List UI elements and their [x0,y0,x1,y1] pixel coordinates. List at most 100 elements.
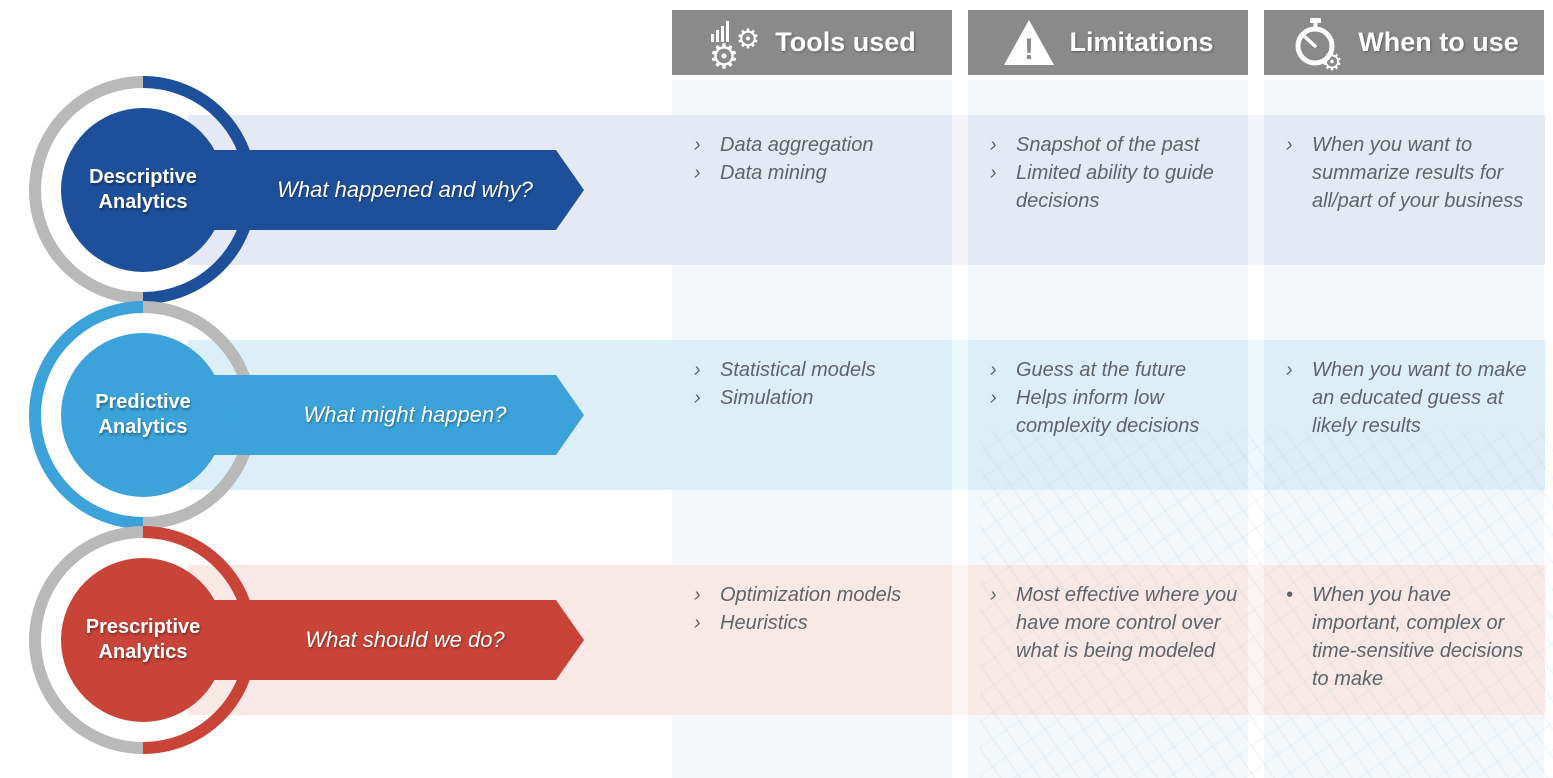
bullet-marker: › [694,584,701,606]
bar [716,29,720,42]
column-gap [1248,340,1264,490]
list-item: › Simulation [694,384,946,412]
predictive-limitations-list: › Guess at the future › Helps inform low… [990,356,1242,440]
label-line: Prescriptive [85,616,201,638]
bullet-marker: › [1286,359,1293,381]
prescriptive-limitations-list: › Most effective where you have more con… [990,581,1242,665]
column-gap [952,565,968,715]
question-arrow-banner [143,600,584,680]
column-gap [1248,565,1264,715]
bullet-text: Helps inform low complexity decisions [1016,387,1200,437]
bullet-marker: › [694,387,701,409]
list-item: › Limited ability to guide decisions [990,159,1242,215]
bar [711,33,715,42]
bullet-marker: › [990,134,997,156]
large-gear-glyph: ⚙ [709,38,739,72]
triangle [1004,19,1055,65]
header-tools-used: ⚙ ⚙ Tools used [672,10,952,75]
predictive-when-list: › When you want to make an educated gues… [1286,356,1538,440]
label-line: Analytics [98,191,188,213]
predictive-key-graphic [29,301,584,529]
bullet-marker: › [694,359,701,381]
ring-theme-arc [29,301,144,529]
bullet-text: Optimization models [720,584,902,606]
list-item: › Data mining [694,159,946,187]
prescriptive-question: What should we do? [305,627,505,652]
bullet-marker: › [990,359,997,381]
bullet-text: When you want to make an educated guess … [1312,359,1527,437]
bar [721,25,725,42]
stopwatch-button [1310,17,1322,23]
list-item: › When you want to summarize results for… [1286,131,1538,215]
header-limitations: ! Limitations [968,10,1248,75]
prescriptive-when-list: • When you have important, complex or ti… [1286,581,1538,693]
label-line: Analytics [98,641,188,663]
predictive-tools-list: › Statistical models › Simulation [694,356,946,412]
bullet-marker: › [694,162,701,184]
bullet-text: Limited ability to guide decisions [1016,162,1214,212]
stopwatch-face [1295,26,1335,65]
header-when-to-use: ⚙ When to use [1264,10,1544,75]
category-circle [61,333,225,497]
bullet-text: Simulation [720,387,814,409]
ring-gray-arc [29,76,144,304]
warning-triangle-icon: ! [1004,19,1055,66]
question-arrow-banner [143,150,584,230]
bullet-marker: › [990,584,997,606]
column-gap [1248,115,1264,265]
column-gap [952,115,968,265]
exclamation: ! [1024,33,1034,66]
list-item: • When you have important, complex or ti… [1286,581,1538,693]
bullet-marker: › [694,612,701,634]
header-label: Limitations [1069,27,1214,57]
bullet-text: Heuristics [720,612,808,634]
label-line: Descriptive [89,166,197,188]
list-item: › Guess at the future [990,356,1242,384]
prescriptive-key-graphic [29,526,584,754]
header-label: When to use [1358,27,1519,57]
list-item: › When you want to make an educated gues… [1286,356,1538,440]
category-circle [61,558,225,722]
prescriptive-circle-label: Prescriptive Analytics [53,615,233,665]
small-gear-glyph: ⚙ [1321,49,1343,72]
bullet-text: Data aggregation [720,134,874,156]
descriptive-limitations-list: › Snapshot of the past › Limited ability… [990,131,1242,215]
category-circle [61,108,225,272]
descriptive-question: What happened and why? [277,177,533,202]
label-line: Predictive [95,391,191,413]
small-gear-glyph: ⚙ [736,24,760,54]
bullet-text: Snapshot of the past [1016,134,1200,156]
label-line: Analytics [98,416,188,438]
predictive-circle-label: Predictive Analytics [53,390,233,440]
bullet-marker: › [694,134,701,156]
descriptive-tools-list: › Data aggregation › Data mining [694,131,946,187]
stopwatch-hand [1302,33,1317,48]
bullet-text: When you have important, complex or time… [1312,584,1524,690]
bullet-text: Data mining [720,162,827,184]
bullet-text: Guess at the future [1016,359,1187,381]
stopwatch-gear-icon: ⚙ [1295,17,1343,72]
descriptive-when-list: › When you want to summarize results for… [1286,131,1538,215]
ring-gray-arc [29,526,144,754]
bullet-text: Statistical models [720,359,876,381]
bullet-marker: › [990,162,997,184]
predictive-question: What might happen? [303,402,507,427]
bar [726,20,730,42]
header-label: Tools used [775,27,916,57]
question-arrow-banner [143,375,584,455]
list-item: › Snapshot of the past [990,131,1242,159]
stopwatch-stem [1313,21,1318,29]
list-item: › Statistical models [694,356,946,384]
list-item: › Heuristics [694,609,946,637]
list-item: › Optimization models [694,581,946,609]
prescriptive-tools-list: › Optimization models › Heuristics [694,581,946,637]
list-item: › Most effective where you have more con… [990,581,1242,665]
column-gap [952,340,968,490]
bullet-text: When you want to summarize results for a… [1312,134,1524,212]
bullet-text: Most effective where you have more contr… [1016,584,1238,662]
list-item: › Helps inform low complexity decisions [990,384,1242,440]
descriptive-circle-label: Descriptive Analytics [53,165,233,215]
descriptive-key-graphic [29,76,584,304]
bullet-marker: › [990,387,997,409]
